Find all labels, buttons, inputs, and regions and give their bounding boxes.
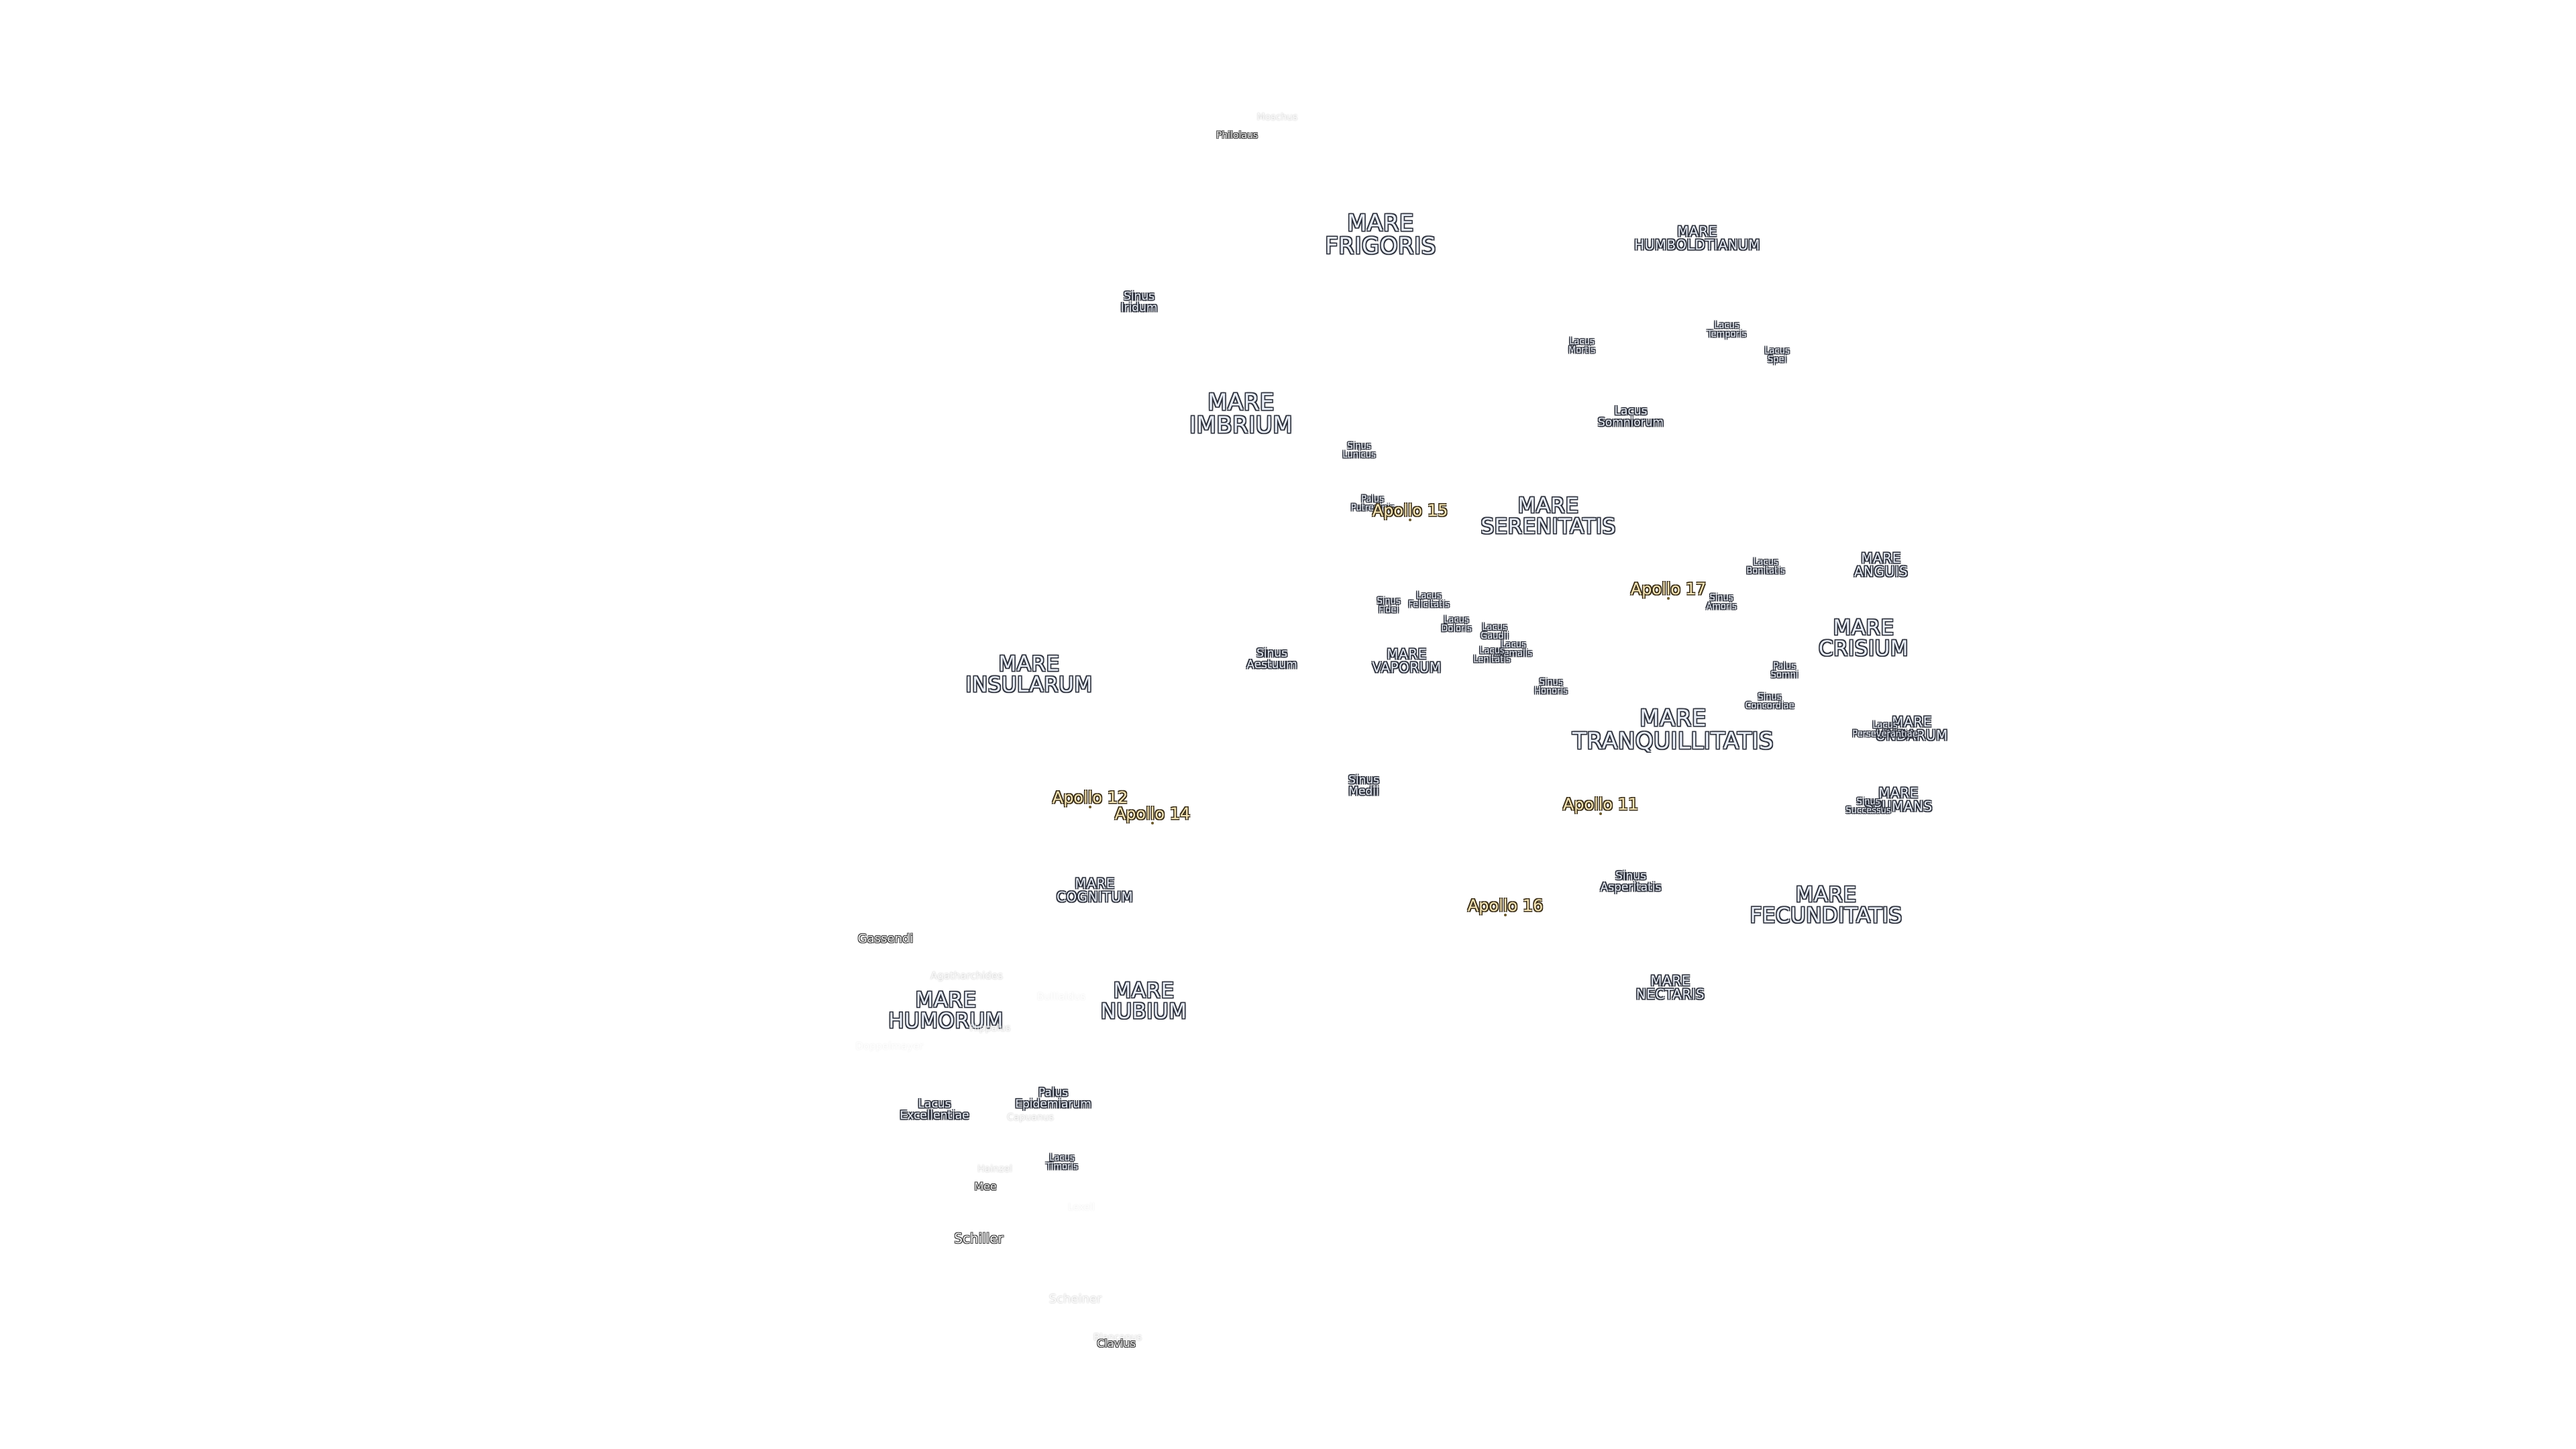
lacus-perseverantiae-label: Lacus Perseverantiae <box>1852 720 1918 739</box>
mare-tranquillitatis-label: MARE TRANQUILLITATIS <box>1572 705 1774 755</box>
palus-putredinis-label: Palus Putredinis <box>1350 494 1395 513</box>
lacus-doloris-label: Lacus Doloris <box>1441 615 1472 634</box>
apollo-17-label: Apollo 17 <box>1630 580 1707 598</box>
lacus-spei-label: Lacus Spei <box>1764 346 1790 365</box>
blancanus-label: Blancanus <box>1093 1332 1142 1343</box>
apollo-14-site-marker <box>1151 822 1154 824</box>
palus-somni-label: Palus Somni <box>1770 661 1799 680</box>
sinus-amoris-label: Sinus Amoris <box>1706 593 1737 612</box>
apollo-17-site-marker <box>1667 597 1670 600</box>
lacus-excellentiae-label: Lacus Excellentiae <box>900 1097 969 1122</box>
mare-imbrium-label: MARE IMBRIUM <box>1189 389 1293 439</box>
mare-nubium-label: MARE NUBIUM <box>1100 979 1187 1024</box>
lacus-mortis-label: Lacus Mortis <box>1568 337 1595 356</box>
mare-frigoris-label: MARE FRIGORIS <box>1325 210 1436 260</box>
hainzel-label: Hainzel <box>977 1164 1012 1175</box>
mare-crisium-label: MARE CRISIUM <box>1818 616 1909 661</box>
apollo-16-site-marker <box>1504 914 1507 916</box>
apollo-12-site-marker <box>1089 806 1091 808</box>
apollo-15-label: Apollo 15 <box>1372 501 1448 520</box>
lacus-temporis-label: Lacus Temporis <box>1707 321 1747 339</box>
agatharchides-label: Agatharchides <box>930 969 1003 982</box>
mare-cognitum-label: MARE COGNITUM <box>1056 875 1134 905</box>
lacus-hiemalis-label: Lacus Hiemalis <box>1494 640 1533 659</box>
sinus-honoris-label: Sinus Honoris <box>1534 678 1568 696</box>
doppelmayer-label: Doppelmayer <box>855 1040 924 1053</box>
bullialdus-label: Bullialdus <box>1036 990 1086 1003</box>
capuanus-label: Capuanus <box>1007 1112 1054 1123</box>
gassendi-label: Gassendi <box>857 932 914 946</box>
sinus-medii-label: Sinus Medii <box>1348 773 1379 798</box>
apollo-11-site-marker <box>1599 812 1602 815</box>
apollo-12-label: Apollo 12 <box>1052 788 1128 807</box>
mare-insularum-label: MARE INSULARUM <box>965 652 1093 697</box>
lacus-somniorum-label: Lacus Somniorum <box>1598 405 1664 429</box>
mare-anguis-label: MARE ANGUIS <box>1854 550 1909 580</box>
lexell-label: Lexell <box>1067 1202 1095 1213</box>
clavius-label: Clavius <box>1097 1337 1136 1350</box>
mare-humboldtianum-label: MARE HUMBOLDTIANUM <box>1634 223 1760 253</box>
lacus-gaudii-label: Lacus Gaudii <box>1481 623 1509 641</box>
sinus-fidei-label: Sinus Fidei <box>1377 596 1401 615</box>
moschus-label: Moschus <box>1256 112 1298 123</box>
philolaus-label: Philolaus <box>1216 130 1258 141</box>
apollo-15-site-marker <box>1409 519 1411 521</box>
mare-fecunditatis-label: MARE FECUNDITATIS <box>1750 883 1902 928</box>
mare-undarum-label: MARE UNDARUM <box>1876 714 1948 743</box>
sinus-successus-label: Sinus Successus <box>1845 797 1891 816</box>
apollo-16-label: Apollo 16 <box>1467 896 1544 915</box>
apollo-14-label: Apollo 14 <box>1114 804 1191 823</box>
sinus-aestuum-label: Sinus Aestuum <box>1246 647 1297 672</box>
mare-nectaris-label: MARE NECTARIS <box>1635 973 1705 1002</box>
schiller-label: Schiller <box>954 1230 1004 1246</box>
lacus-timoris-label: Lacus Timoris <box>1046 1153 1078 1172</box>
sinus-iridum-label: Sinus Iridum <box>1120 290 1158 315</box>
scheiner-label: Scheiner <box>1049 1292 1102 1306</box>
mare-humorum-label: MARE HUMORUM <box>888 988 1004 1033</box>
apollo-11-label: Apollo 11 <box>1562 795 1639 814</box>
lacus-bonitatis-label: Lacus Bonitatis <box>1746 557 1785 576</box>
mare-vaporum-label: MARE VAPORUM <box>1372 646 1442 676</box>
sinus-concordiae-label: Sinus Concordiae <box>1745 692 1794 711</box>
hippalus-label: Hippalus <box>969 1023 1011 1034</box>
palus-epidemiarum-label: Palus Epidemiarum <box>1015 1086 1091 1111</box>
lacus-felicitatis-label: Lacus Felicitatis <box>1408 591 1450 610</box>
sinus-asperitatis-label: Sinus Asperitatis <box>1600 869 1662 894</box>
mare-serenitatis-label: MARE SERENITATIS <box>1481 494 1616 539</box>
mee-label: Mee <box>974 1180 997 1193</box>
lacus-lenitatis-label: Lacus Lenitatis <box>1473 646 1511 665</box>
sinus-lunicus-label: Sinus Lunicus <box>1342 441 1376 460</box>
mare-spumans-label: MARE SPUMANS <box>1864 785 1933 814</box>
